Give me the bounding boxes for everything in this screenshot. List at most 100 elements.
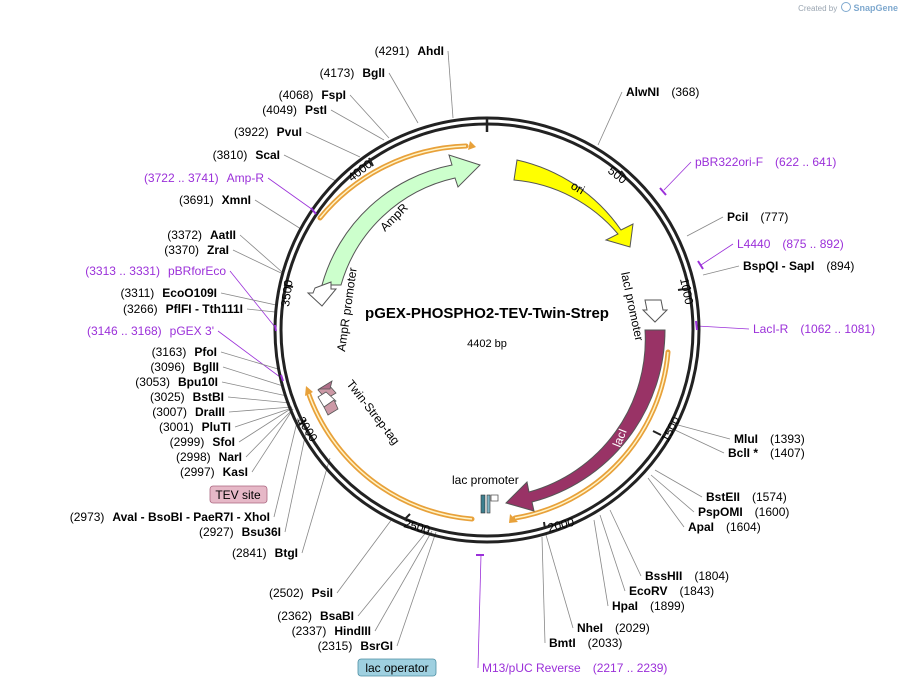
site-name: AvaI - BsoBI - PaeR7I - XhoI bbox=[112, 510, 270, 524]
site-name: ApaI bbox=[688, 520, 714, 534]
primer-position: (3313 .. 3331) bbox=[85, 264, 160, 278]
site-label: BstEII(1574) bbox=[706, 490, 787, 504]
plasmid-name: pGEX-PHOSPHO2-TEV-Twin-Strep bbox=[365, 305, 609, 322]
site-position: (2973) bbox=[70, 510, 105, 524]
site-name: KasI bbox=[223, 465, 248, 479]
site-name: SfoI bbox=[212, 435, 235, 449]
primer-label: LacI-R (1062 .. 1081) bbox=[753, 322, 875, 336]
feature-lac-operator-box bbox=[486, 494, 491, 514]
leader-line bbox=[245, 408, 294, 458]
leader-line bbox=[700, 243, 734, 266]
site-label: (3810)ScaI bbox=[213, 148, 280, 162]
site-name: EcoO109I bbox=[162, 286, 217, 300]
leader-line bbox=[477, 554, 482, 669]
site-position: (3311) bbox=[121, 286, 155, 300]
leader-line bbox=[229, 270, 276, 328]
site-label: (3372) AatII bbox=[167, 228, 236, 242]
site-position: (4291) bbox=[375, 44, 410, 58]
site-position: (2927) bbox=[199, 525, 234, 539]
tev-site-label: TEV site bbox=[215, 488, 261, 502]
site-label: (4049) PstI bbox=[262, 103, 327, 117]
site-name: Bpu10I bbox=[178, 375, 218, 389]
site-position: (2315) bbox=[318, 639, 353, 653]
site-label: AlwNI (368) bbox=[626, 85, 699, 99]
leader-line bbox=[663, 161, 692, 191]
site-position: (2502) bbox=[269, 586, 304, 600]
site-position: (2029) bbox=[615, 621, 650, 635]
feature-label-lac-promoter: lac promoter bbox=[452, 473, 519, 487]
site-label: (2999) SfoI bbox=[170, 435, 235, 449]
leader-line bbox=[239, 234, 283, 273]
tick-label-3500: 3500 bbox=[278, 279, 296, 308]
site-position: (368) bbox=[671, 85, 699, 99]
leader-line bbox=[234, 407, 293, 428]
site-position: (3163) bbox=[152, 345, 187, 359]
site-position: (1393) bbox=[770, 432, 805, 446]
feature-laci-promoter bbox=[641, 299, 669, 323]
site-name: PluTI bbox=[202, 420, 231, 434]
primer-name: pGEX 3' bbox=[170, 324, 214, 338]
site-name: FspI bbox=[321, 88, 346, 102]
annotation-labels: AlwNI(368)pBR322ori-F(622 .. 641)PciI(77… bbox=[70, 44, 875, 675]
site-label: BssHII(1804) bbox=[645, 569, 729, 583]
leader-line bbox=[677, 424, 731, 440]
leader-line bbox=[267, 177, 314, 211]
leader-line bbox=[254, 199, 302, 230]
orf-arrow-2 bbox=[509, 514, 518, 523]
site-name: PspOMI bbox=[698, 505, 743, 519]
site-name: PflFI - Tth111I bbox=[166, 302, 243, 316]
site-position: (4173) bbox=[320, 66, 355, 80]
site-position: (2997) bbox=[180, 465, 215, 479]
leader-line bbox=[396, 531, 437, 647]
leader-line bbox=[674, 429, 725, 454]
orf-arrow-1 bbox=[468, 141, 476, 150]
site-position: (1574) bbox=[752, 490, 787, 504]
feature-label-laci-promoter: lacI promoter bbox=[618, 271, 646, 342]
site-name: BsaBI bbox=[320, 609, 354, 623]
leader-line bbox=[686, 216, 724, 237]
site-position: (2999) bbox=[170, 435, 205, 449]
site-name: XmnI bbox=[222, 193, 251, 207]
primer-label: (3722 .. 3741)Amp-R bbox=[144, 171, 264, 185]
site-position: (894) bbox=[826, 259, 854, 273]
credit-brand: SnapGene bbox=[853, 3, 898, 13]
tick-label-2500: 2500 bbox=[402, 516, 432, 537]
snapgene-logo-icon bbox=[841, 2, 852, 12]
site-name: BglII bbox=[193, 360, 219, 374]
feature-label-laci: lacI bbox=[610, 427, 630, 450]
site-name: BglI bbox=[362, 66, 385, 80]
primer-label: L4440(875 .. 892) bbox=[737, 237, 844, 251]
site-label: (3266)PflFI - Tth111I bbox=[123, 302, 243, 316]
leader-line bbox=[702, 265, 740, 276]
primer-marks bbox=[274, 187, 704, 556]
leader-line bbox=[301, 457, 331, 554]
site-label: BspQI - SapI(894) bbox=[743, 259, 854, 273]
leader-line bbox=[599, 514, 626, 592]
feature-laci bbox=[505, 329, 666, 512]
orf-arcs-core bbox=[307, 145, 669, 520]
leader-line bbox=[220, 292, 277, 306]
site-position: (2998) bbox=[176, 450, 211, 464]
site-name: Bsu36I bbox=[242, 525, 281, 539]
feature-lac-promoter-box bbox=[480, 494, 486, 514]
site-label: (3311) EcoO109I bbox=[121, 286, 218, 300]
site-label: BclI *(1407) bbox=[728, 446, 805, 460]
site-name: AatII bbox=[210, 228, 236, 242]
primer-name: LacI-R bbox=[753, 322, 789, 336]
site-position: (2033) bbox=[588, 636, 623, 650]
primer-name: Amp-R bbox=[227, 171, 265, 185]
site-position: (3096) bbox=[150, 360, 185, 374]
leader-line bbox=[220, 351, 279, 370]
site-position: (4049) bbox=[262, 103, 297, 117]
feature-ampr bbox=[321, 154, 481, 286]
site-position: (3372) bbox=[167, 228, 202, 242]
site-label: PciI(777) bbox=[727, 210, 788, 224]
site-name: PstI bbox=[305, 103, 327, 117]
leader-lines bbox=[217, 50, 750, 669]
tick-label-2000: 2000 bbox=[546, 515, 576, 535]
feature-ampr-promoter bbox=[306, 281, 338, 307]
site-name: BstBI bbox=[193, 390, 224, 404]
site-name: AlwNI bbox=[626, 85, 659, 99]
primer-position: (1062 .. 1081) bbox=[800, 322, 875, 336]
